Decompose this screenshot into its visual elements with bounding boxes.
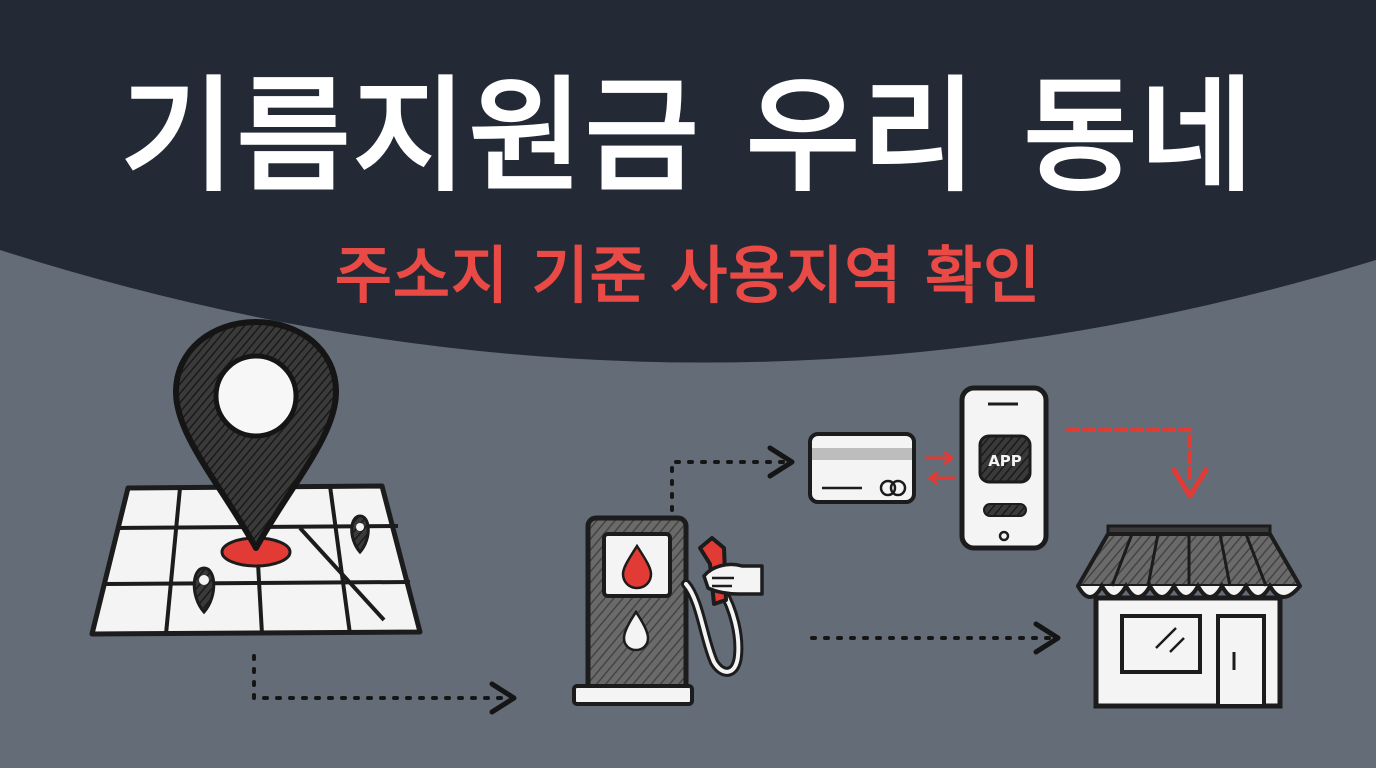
smartphone-icon: APP [959, 385, 1049, 551]
dotted-arrow-icon [252, 654, 517, 715]
dotted-arrow-icon [670, 445, 795, 512]
small-pin-icon [350, 514, 370, 555]
fuel-drop-white-icon [622, 609, 650, 652]
exchange-arrows-icon [926, 450, 956, 486]
map-icon [89, 483, 423, 637]
app-icon [978, 434, 1032, 484]
header-background [0, 0, 1376, 363]
fuel-pump-icon [572, 515, 764, 706]
location-pin-icon [173, 319, 339, 551]
app-label: APP [988, 452, 1022, 470]
dotted-arrow-red-icon [1066, 428, 1209, 499]
fuel-drop-red-icon [621, 543, 653, 590]
page-title: 기름지원금 우리 동네 [120, 65, 1256, 209]
dotted-arrow-icon [810, 621, 1061, 655]
credit-card-icon [808, 432, 916, 504]
page-subtitle: 주소지 기준 사용지역 확인 [334, 239, 1042, 312]
small-pin-icon [192, 566, 216, 615]
store-door [1216, 614, 1266, 708]
store-icon [1076, 524, 1302, 709]
hand-icon [702, 562, 764, 596]
